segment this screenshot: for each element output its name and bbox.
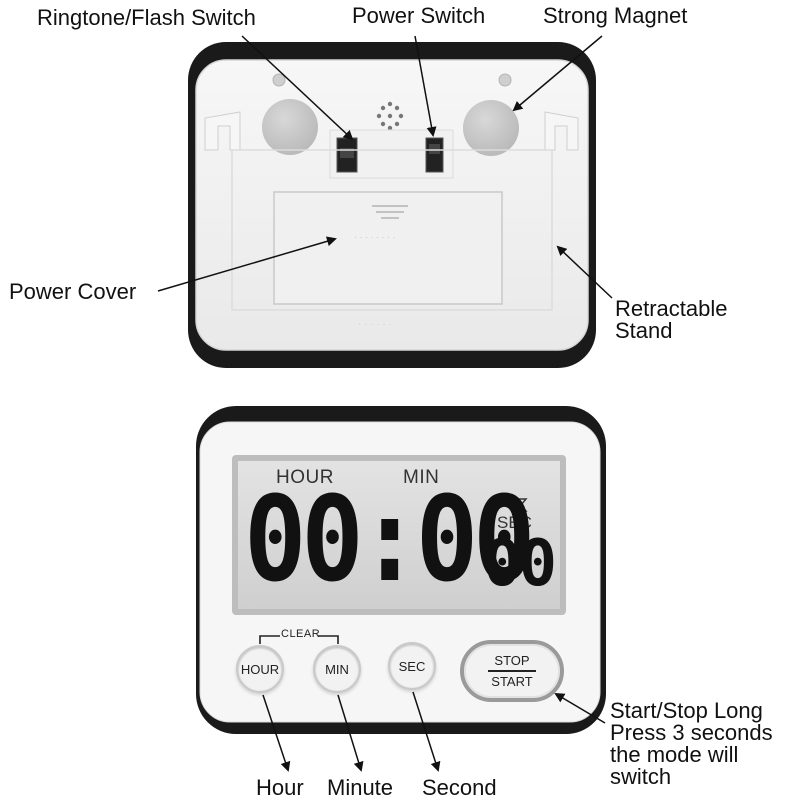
lcd-min-label: MIN	[403, 467, 440, 488]
screw-left-icon	[272, 73, 286, 87]
lcd-screen	[238, 461, 560, 609]
arrow-start-stop	[554, 692, 606, 724]
arrow-ringtone	[241, 35, 354, 141]
screw-right-icon	[498, 73, 512, 87]
retractable-stand	[231, 149, 553, 311]
hourglass-icon	[514, 498, 528, 512]
label-power-cover: Power Cover	[9, 279, 137, 304]
label-ringtone-flash-switch: Ringtone/Flash Switch	[37, 5, 256, 30]
label-power-switch: Power Switch	[352, 3, 486, 28]
lcd-sec-digits: 00	[483, 527, 557, 601]
stop-start-button[interactable]: STOP START	[460, 640, 564, 702]
label-strong-magnet: Strong Magnet	[543, 3, 688, 28]
label-start-stop-note: Start/Stop Long Press 3 seconds the mode…	[610, 698, 773, 789]
arrow-minute	[337, 694, 364, 772]
arrow-power-switch	[414, 35, 437, 137]
lcd-main-digits: 00:00	[244, 470, 535, 608]
min-button[interactable]: MIN	[313, 645, 361, 693]
clear-label: CLEAR	[281, 628, 321, 640]
stop-label: STOP	[494, 653, 530, 669]
sec-button[interactable]: SEC	[388, 642, 436, 690]
clear-bracket	[259, 635, 339, 644]
hour-button[interactable]: HOUR	[236, 645, 284, 693]
label-retractable-stand: Retractable Stand	[615, 296, 728, 343]
min-button-label: MIN	[325, 661, 349, 677]
arrow-magnet	[512, 35, 603, 112]
label-hour: Hour	[256, 775, 304, 800]
speaker-icon	[376, 101, 404, 131]
arrow-stand	[556, 245, 613, 299]
svg-text:· · · · · · · ·: · · · · · · · ·	[354, 232, 395, 242]
down-triangle-icon	[497, 501, 505, 508]
stand-clip-left	[204, 111, 241, 151]
sec-button-label: SEC	[398, 658, 426, 674]
hour-button-label: HOUR	[240, 661, 280, 677]
svg-text:· · · · · ·: · · · · · ·	[358, 319, 392, 330]
lcd-hour-label: HOUR	[276, 467, 334, 488]
start-label: START	[491, 673, 533, 689]
stop-start-divider	[488, 670, 536, 672]
magnet-left	[262, 99, 318, 155]
magnet-right	[463, 100, 519, 156]
arrow-hour	[262, 694, 291, 772]
label-second: Second	[422, 775, 497, 800]
lcd-sec-label: SEC	[497, 513, 532, 532]
arrow-power-cover	[157, 236, 337, 292]
arrow-second	[412, 691, 441, 772]
label-minute: Minute	[327, 775, 394, 800]
power-cover	[273, 191, 503, 305]
